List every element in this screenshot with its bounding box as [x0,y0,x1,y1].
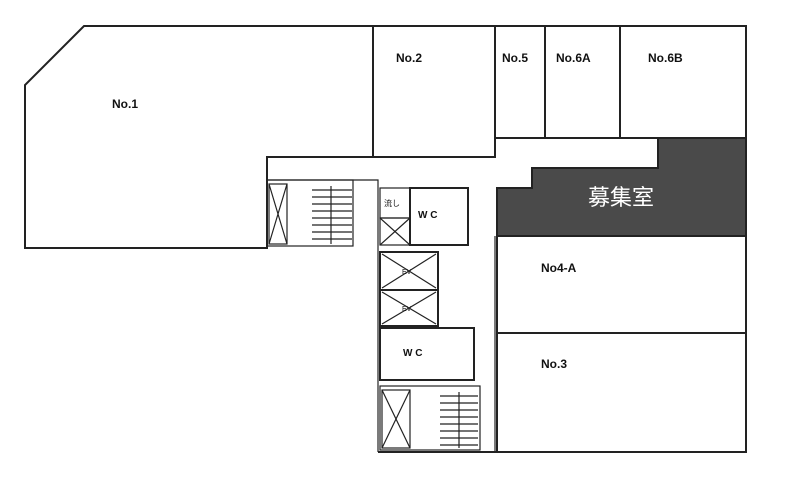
unit-no4a[interactable]: No4-A [496,235,747,334]
core-outline [377,236,496,452]
vacancy-room-label: 募集室 [588,186,654,211]
elevator-upper: EV [379,251,439,291]
kitchenette-label: 流し [384,198,400,208]
unit-no3[interactable]: No.3 [496,332,747,453]
unit-no5[interactable]: No.5 [494,25,546,139]
unit-no2-label: No.2 [396,51,422,65]
unit-no1[interactable]: No.1 [24,25,374,249]
unit-no5-label: No.5 [502,51,528,65]
wc-lower: W C [379,327,475,381]
unit-no6b-label: No.6B [648,51,683,65]
elevator-lower-label: EV [402,306,412,313]
elevator-lower: EV [379,289,439,327]
unit-no4a-label: No4-A [541,261,577,275]
unit-no6a[interactable]: No.6A [544,25,621,139]
kitchenette: 流し [379,187,411,246]
wc-upper: W C [409,187,469,246]
unit-no1-label: No.1 [112,97,138,111]
unit-no2[interactable]: No.2 [372,25,496,158]
stairs-lower [379,385,481,451]
wc-lower-label: W C [403,348,422,359]
unit-no6a-label: No.6A [556,51,591,65]
vacancy-room[interactable]: 募集室 [496,137,747,237]
unit-no3-label: No.3 [541,357,567,371]
unit-no6b[interactable]: No.6B [619,25,747,139]
elevator-upper-label: EV [402,269,412,276]
wc-upper-label: W C [418,210,437,221]
stairs-upper [266,179,354,247]
